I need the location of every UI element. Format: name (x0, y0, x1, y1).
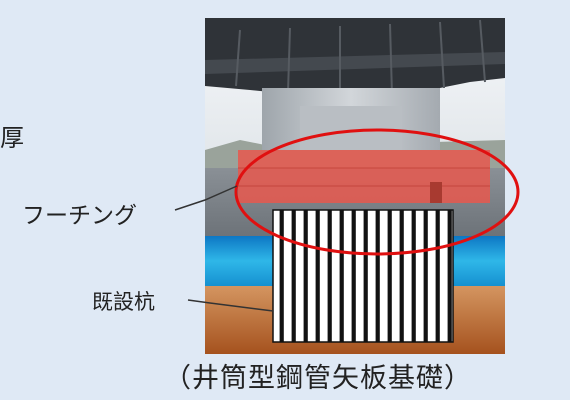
pile-stripe (423, 210, 428, 342)
pile-stripe (291, 210, 296, 342)
pile-stripe (399, 210, 404, 342)
footing-label: フーチング (22, 203, 137, 229)
pile-stripe (363, 210, 368, 342)
pile-stripe (339, 210, 344, 342)
footing-block (238, 150, 490, 203)
pile-stripe (315, 210, 320, 342)
footing-leader-line (174, 185, 238, 211)
steel-pipe-piles (272, 209, 454, 343)
figure-caption: （井筒型鋼管矢板基礎） (164, 363, 472, 394)
highlight-ellipse (234, 128, 520, 256)
pile-stripe (279, 210, 284, 342)
pile-stripe (411, 210, 416, 342)
pile-stripe (387, 210, 392, 342)
pile-stripe (327, 210, 332, 342)
pile-leader-line (187, 299, 274, 312)
partial-text-char: 厚 (0, 124, 24, 152)
pile-stripe (303, 210, 308, 342)
pile-stripe (435, 210, 440, 342)
pile-stripe (351, 210, 356, 342)
existing-pile-label: 既設杭 (92, 290, 155, 314)
pile-stripe (375, 210, 380, 342)
pile-stripe (447, 210, 452, 342)
